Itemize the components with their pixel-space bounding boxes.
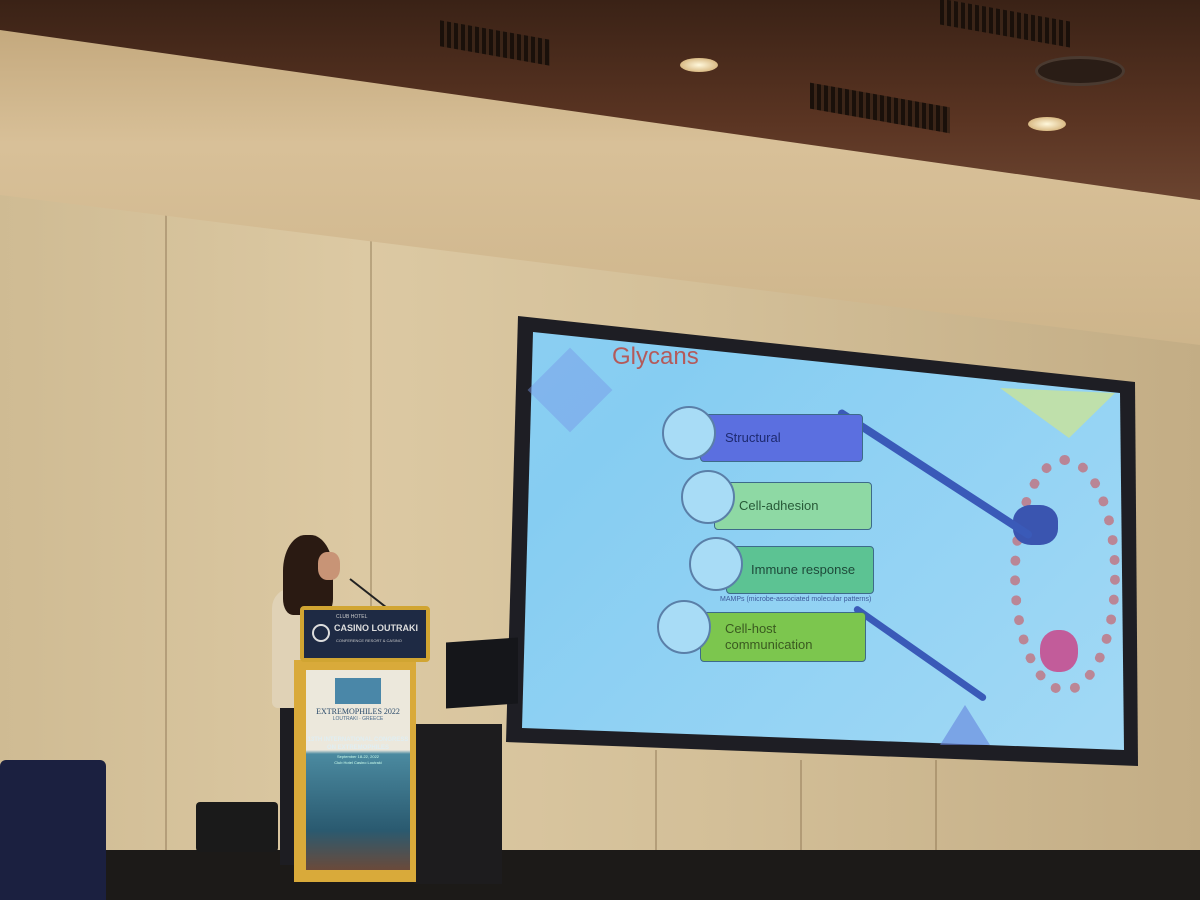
banner-title: EXTREMOPHILES 2022 (316, 707, 400, 716)
banner-congress: 13TH INTERNATIONAL CONGRESS ON EXTREMOPH… (307, 737, 409, 751)
wall-panel-line (165, 200, 167, 850)
slide-note: MAMPs (microbe-associated molecular patt… (720, 596, 872, 603)
monitor (446, 637, 518, 709)
slide-circle (689, 537, 743, 591)
slide-box-cell-host-communication: Cell-host communication (700, 612, 866, 662)
slide-box-cell-adhesion: Cell-adhesion (714, 482, 872, 530)
casino-logo-icon (312, 624, 330, 642)
sign-line-1: CLUB HOTEL (336, 614, 368, 620)
slide-circle (657, 600, 711, 654)
wall-panel-line (800, 760, 802, 850)
ceiling-light (680, 58, 718, 72)
membrane-protein-illustration (1040, 630, 1078, 672)
podium-sign: CLUB HOTEL CASINO LOUTRAKI CONFERENCE RE… (300, 606, 430, 662)
temple-logo-icon (335, 678, 381, 704)
sign-line-2: CONFERENCE RESORT & CASINO (336, 638, 402, 643)
slide-circle (681, 470, 735, 524)
wall-panel-line (370, 200, 372, 850)
slide-box-immune-response: Immune response (726, 546, 874, 594)
slide-box-structural: Structural (700, 414, 863, 462)
cell-membrane-illustration (1010, 455, 1120, 695)
slide-title: Glycans (612, 343, 699, 370)
slide-circle (662, 406, 716, 460)
banner-location: LOUTRAKI · GREECE (332, 716, 384, 722)
banner-dates: September 18-22, 2022 (336, 754, 380, 759)
draped-table (0, 760, 106, 900)
presenter-desk (414, 724, 502, 884)
event-banner: EXTREMOPHILES 2022 LOUTRAKI · GREECE 13T… (306, 670, 410, 870)
wall-panel-line (655, 750, 657, 850)
ceiling-light (1028, 117, 1066, 131)
banner-venue: Club Hotel Casino Loutraki (334, 760, 382, 765)
presenter-face (318, 552, 340, 580)
wall-panel-line (935, 760, 937, 850)
ceiling-speaker (1035, 56, 1125, 86)
floor-speaker (196, 802, 278, 852)
stage-floor (0, 850, 1200, 900)
sign-brand: CASINO LOUTRAKI (334, 623, 418, 633)
